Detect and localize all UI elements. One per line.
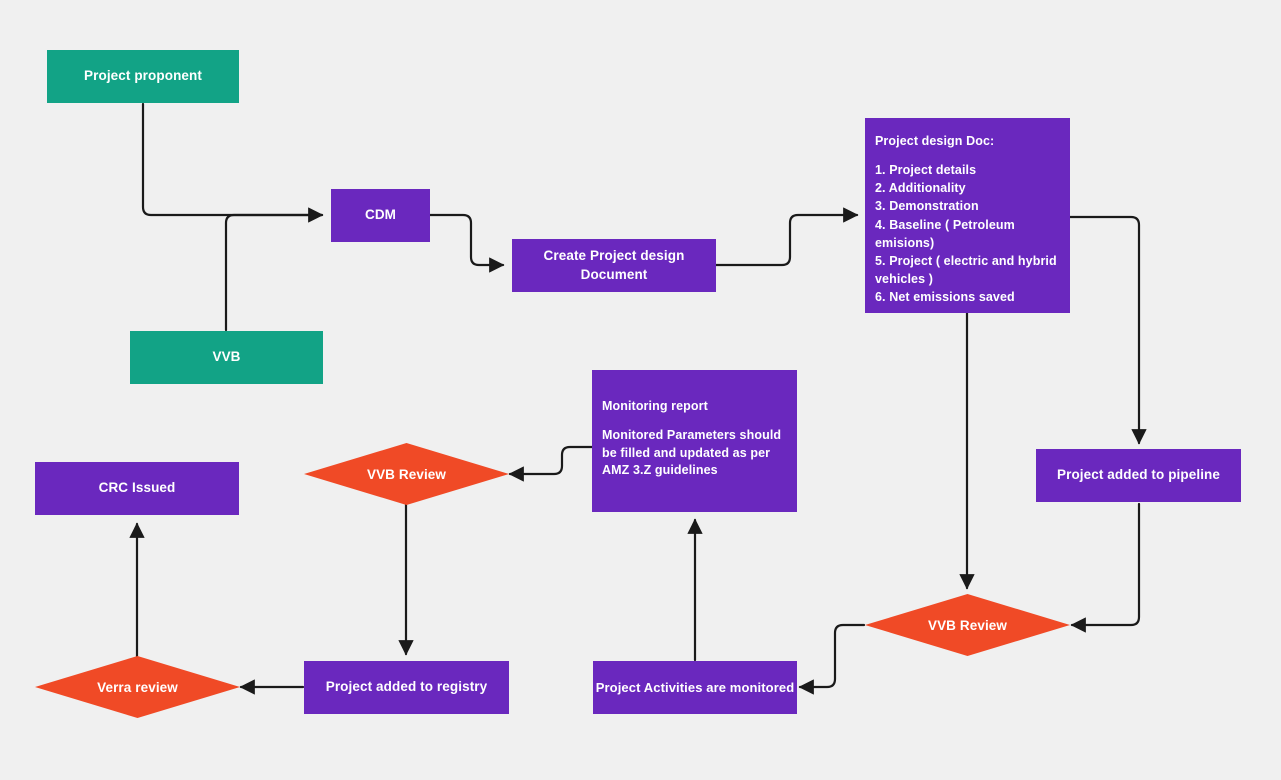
- edge-design-doc-to-pipeline: [1068, 215, 1147, 445]
- project-design-doc-spacer: [875, 150, 1060, 161]
- node-label-create-project-design-document: Create Project design Document: [543, 248, 685, 282]
- monitoring-report-body-3: AMZ 3.Z guidelines: [602, 463, 718, 478]
- node-crc-issued[interactable]: CRC Issued: [35, 462, 239, 515]
- project-design-doc-heading: Project design Doc:: [875, 134, 995, 148]
- edge-cdm-to-create-pdd: [428, 213, 505, 273]
- edge-vvb-to-cdm: [224, 213, 324, 332]
- monitoring-report-heading: Monitoring report: [602, 399, 708, 413]
- edge-create-pdd-to-design-doc: [714, 207, 859, 267]
- project-design-doc-item-5-cont: vehicles ): [875, 271, 933, 286]
- monitoring-report-body-1: Monitored Parameters should: [602, 427, 782, 442]
- node-label-project-proponent: Project proponent: [84, 68, 202, 84]
- edge-proponent-to-cdm: [141, 102, 324, 223]
- project-design-doc-item-4-cont: emisions): [875, 235, 935, 250]
- edge-vvb-review-right-to-activities: [798, 623, 866, 695]
- node-monitoring-report[interactable]: Monitoring report Monitored Parameters s…: [592, 370, 797, 512]
- node-create-project-design-document[interactable]: Create Project design Document: [512, 239, 716, 292]
- edge-pipeline-to-vvb-review-right: [1070, 502, 1141, 633]
- node-project-added-to-registry[interactable]: Project added to registry: [304, 661, 509, 714]
- node-label-verra-review: Verra review: [97, 679, 178, 695]
- node-project-activities-are-monitored[interactable]: Project Activities are monitored: [593, 661, 797, 714]
- monitoring-report-body-2: be filled and updated as per: [602, 445, 771, 460]
- node-project-design-doc[interactable]: Project design Doc: 1. Project details 2…: [865, 118, 1070, 313]
- monitoring-report-spacer: [602, 416, 787, 427]
- node-project-added-to-pipeline[interactable]: Project added to pipeline: [1036, 449, 1241, 502]
- node-cdm[interactable]: CDM: [331, 189, 430, 242]
- node-label-project-activities-are-monitored: Project Activities are monitored: [595, 679, 795, 695]
- node-project-proponent[interactable]: Project proponent: [47, 50, 239, 103]
- project-design-doc-item-6: 6. Net emissions saved: [875, 290, 1015, 304]
- project-design-doc-item-5: 5. Project ( electric and hybrid: [875, 253, 1057, 268]
- node-label-vvb: VVB: [212, 349, 241, 365]
- node-label-crc-issued: CRC Issued: [98, 480, 176, 496]
- node-label-vvb-review-right: VVB Review: [927, 617, 1008, 633]
- node-vvb[interactable]: VVB: [130, 331, 323, 384]
- project-design-doc-item-1: 1. Project details: [875, 163, 977, 178]
- node-verra-review[interactable]: Verra review: [35, 656, 240, 718]
- project-design-doc-item-2: 2. Additionality: [875, 181, 966, 196]
- project-design-doc-item-3: 3. Demonstration: [875, 199, 979, 214]
- node-label-project-added-to-pipeline: Project added to pipeline: [1056, 467, 1221, 483]
- node-vvb-review-right[interactable]: VVB Review: [865, 594, 1070, 656]
- node-label-project-added-to-registry: Project added to registry: [325, 679, 488, 695]
- node-vvb-review-left[interactable]: VVB Review: [304, 443, 509, 505]
- node-label-vvb-review-left: VVB Review: [366, 466, 447, 482]
- node-label-cdm: CDM: [364, 207, 397, 223]
- edge-monitoring-report-to-vvb-review-left: [508, 445, 594, 482]
- project-design-doc-item-4: 4. Baseline ( Petroleum: [875, 217, 1015, 232]
